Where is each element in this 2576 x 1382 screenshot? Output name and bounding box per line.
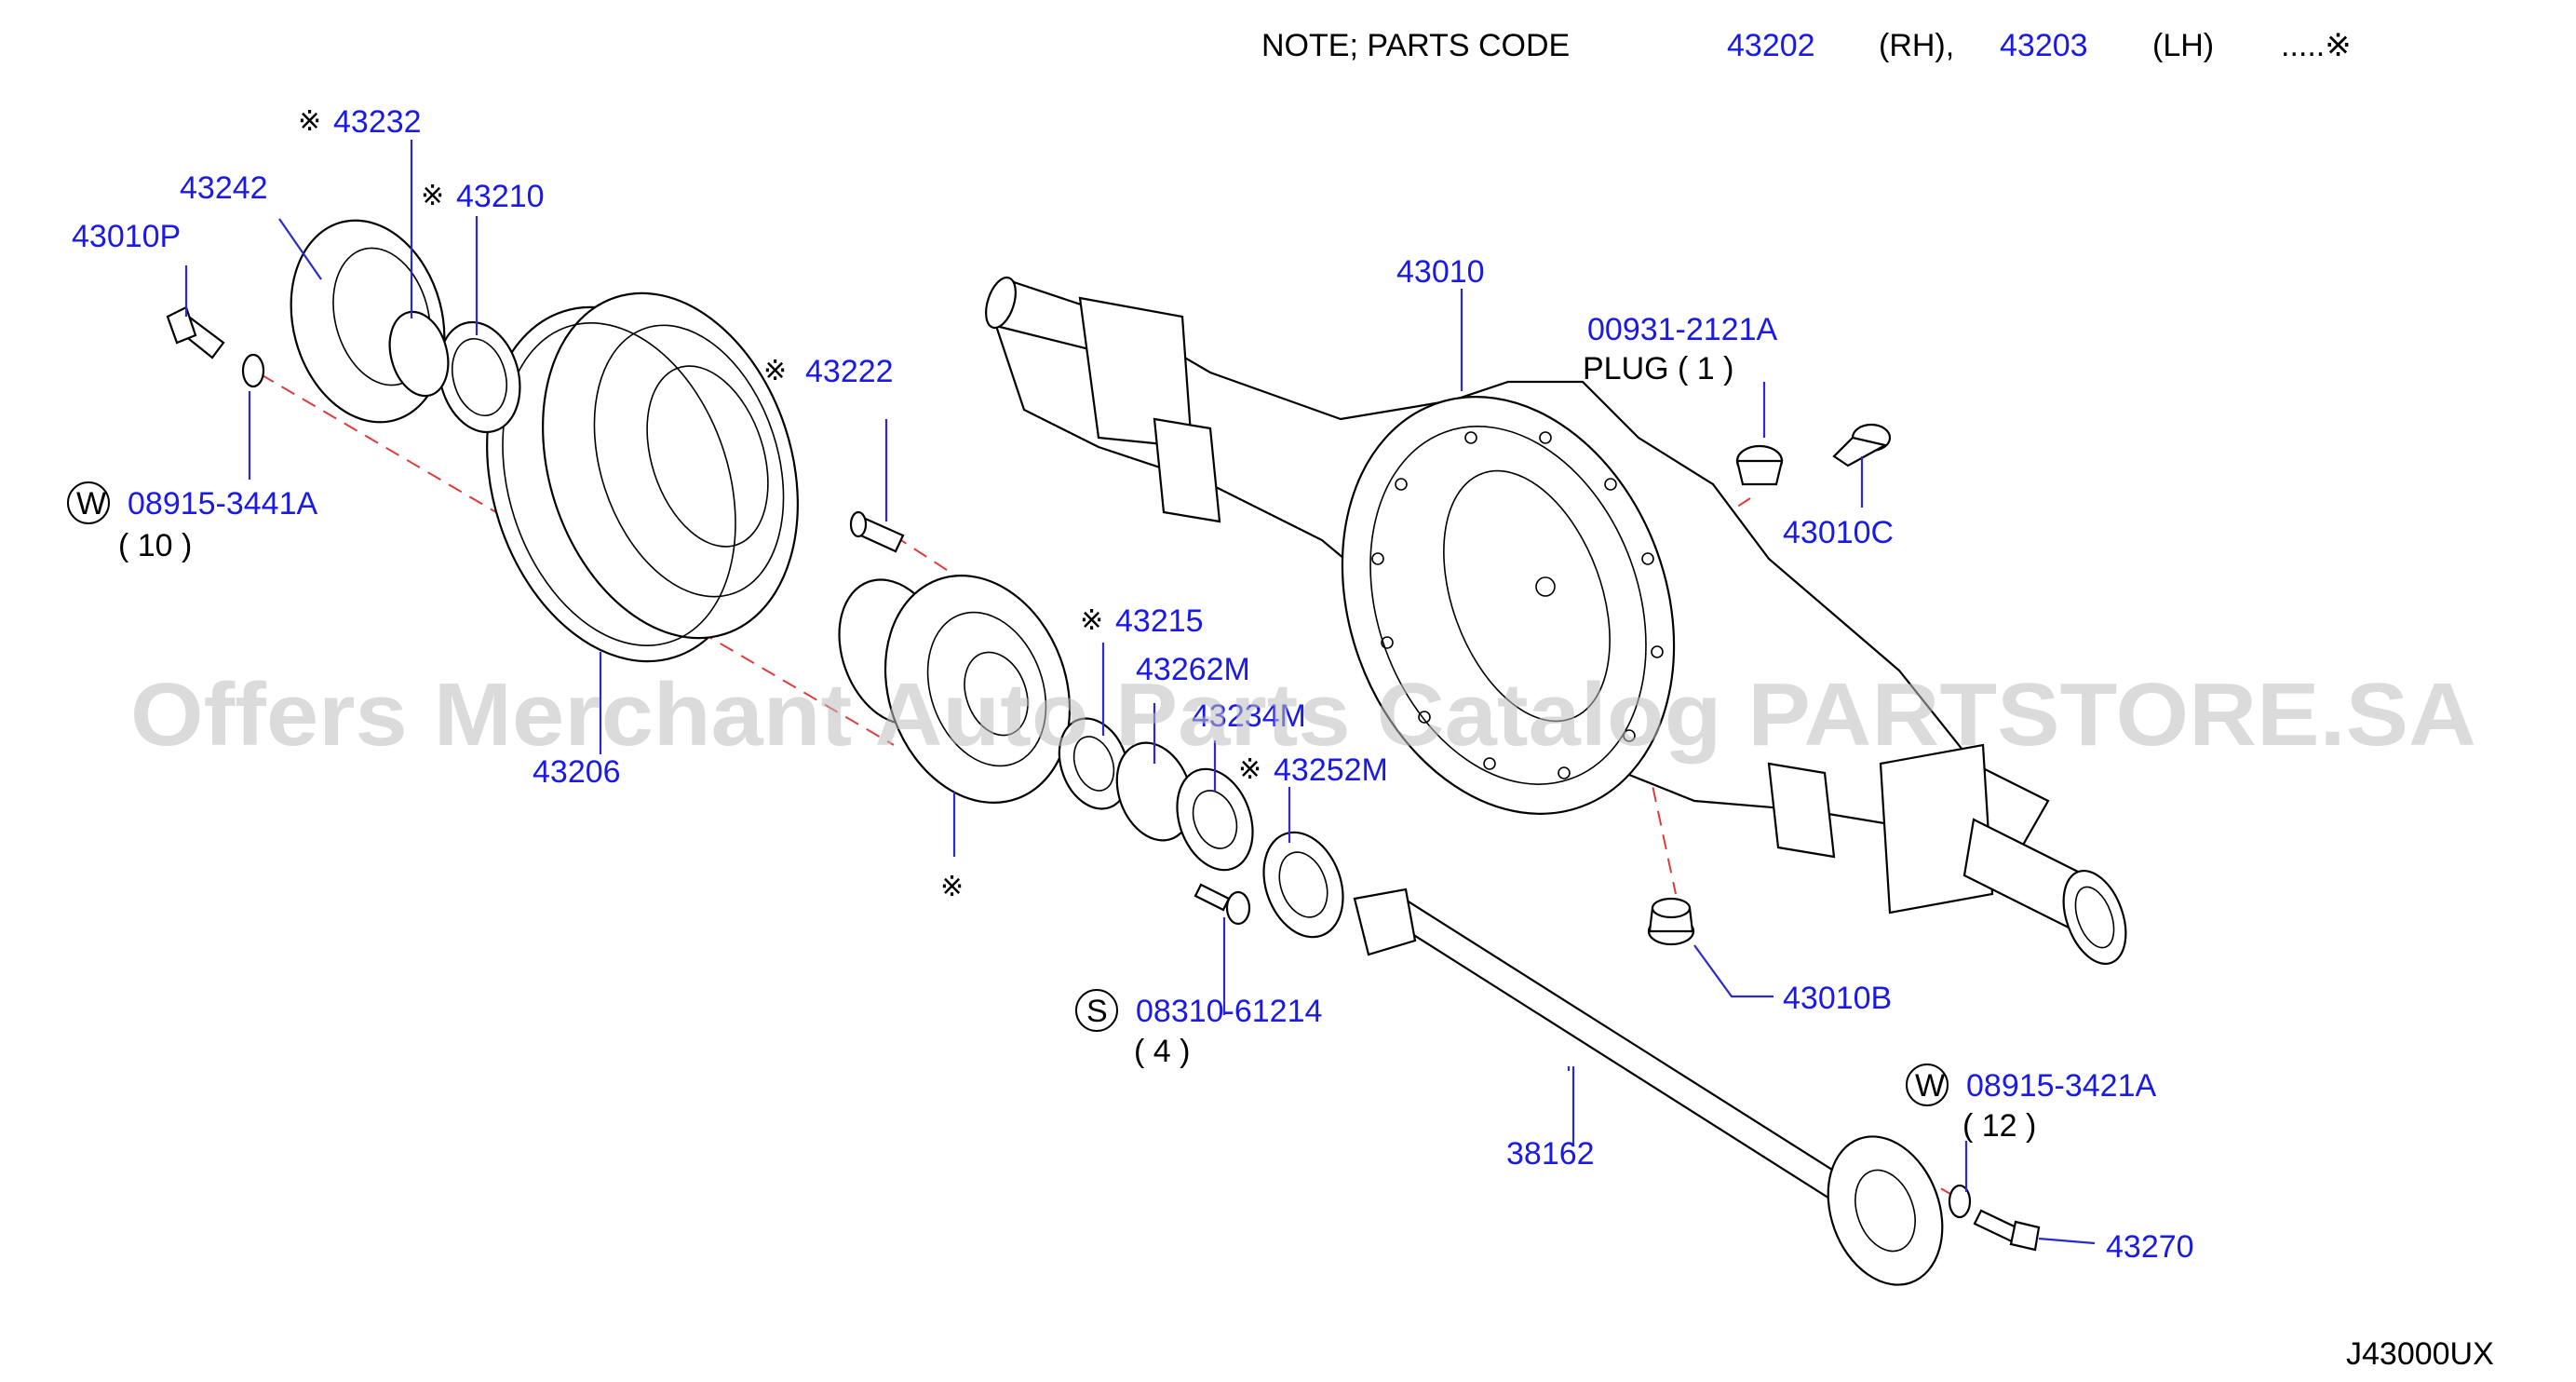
label-43010c[interactable]: 43010C bbox=[1783, 515, 1894, 550]
axle-shaft[interactable] bbox=[1353, 887, 1962, 1301]
label-43222[interactable]: 43222 bbox=[805, 354, 894, 389]
label-43234m[interactable]: 43234M bbox=[1192, 698, 1306, 734]
screw-08310-61214[interactable] bbox=[1194, 883, 1251, 926]
qty-10: ( 10 ) bbox=[118, 528, 192, 563]
note-code-lh[interactable]: 43203 bbox=[2000, 28, 2088, 63]
s-mark: S bbox=[1086, 994, 1108, 1029]
drain-plug-43010b[interactable] bbox=[1647, 897, 1695, 946]
label-43242[interactable]: 43242 bbox=[180, 170, 268, 206]
note-mark: .....※ bbox=[2281, 28, 2352, 63]
kome-mark-43252m: ※ bbox=[1238, 753, 1261, 786]
label-43262m[interactable]: 43262M bbox=[1136, 652, 1250, 687]
watermark: Offers Merchant Auto Parts Catalog PARTS… bbox=[130, 665, 2476, 765]
kome-mark-43222: ※ bbox=[763, 355, 787, 387]
label-43010b[interactable]: 43010B bbox=[1783, 981, 1892, 1016]
s-mark-circle bbox=[1075, 989, 1118, 1032]
assembly-centerline-drain bbox=[1647, 763, 1677, 895]
qty-4: ( 4 ) bbox=[1134, 1034, 1190, 1069]
brake-drum[interactable] bbox=[443, 260, 840, 696]
label-43252m[interactable]: 43252M bbox=[1274, 752, 1388, 788]
label-43232[interactable]: 43232 bbox=[333, 104, 422, 140]
label-43210[interactable]: 43210 bbox=[456, 179, 545, 214]
plug-00931-2121a[interactable] bbox=[1735, 444, 1784, 486]
w-mark-10: W bbox=[76, 486, 106, 522]
housing-bolt-holes bbox=[1371, 431, 1664, 779]
note-lh: (LH) bbox=[2152, 28, 2214, 63]
note-rh: (RH), bbox=[1879, 28, 1954, 63]
breather-43010c[interactable] bbox=[1832, 423, 1892, 467]
note-prefix: NOTE; PARTS CODE bbox=[1261, 28, 1570, 63]
label-43270[interactable]: 43270 bbox=[2106, 1229, 2194, 1265]
plug-qty: PLUG ( 1 ) bbox=[1583, 351, 1733, 386]
w-mark-circle-10 bbox=[67, 481, 110, 524]
bolt-43010p[interactable] bbox=[166, 305, 225, 359]
nut-43234m[interactable] bbox=[1164, 758, 1266, 880]
label-43206[interactable]: 43206 bbox=[533, 754, 621, 790]
label-08310-61214[interactable]: 08310-61214 bbox=[1136, 994, 1322, 1029]
label-38162[interactable]: 38162 bbox=[1506, 1136, 1595, 1172]
label-43010[interactable]: 43010 bbox=[1396, 254, 1485, 290]
bolt-43270[interactable] bbox=[1973, 1209, 2041, 1252]
backing-plate[interactable] bbox=[269, 203, 465, 440]
w-mark-circle-12 bbox=[1906, 1064, 1949, 1106]
bearing-43252m[interactable] bbox=[1250, 821, 1357, 948]
axle-housing[interactable] bbox=[980, 274, 2138, 972]
figure-id: J43000UX bbox=[2346, 1336, 2494, 1372]
kome-mark-43210: ※ bbox=[421, 180, 444, 212]
label-43215[interactable]: 43215 bbox=[1115, 603, 1204, 639]
assembly-centerline-bolt bbox=[893, 535, 988, 597]
label-00931-2121a[interactable]: 00931-2121A bbox=[1587, 312, 1778, 347]
hub-bolt-43222[interactable] bbox=[849, 510, 905, 553]
kome-mark-43232: ※ bbox=[298, 105, 321, 138]
leader-lines bbox=[184, 140, 2096, 1245]
wheel-bearing[interactable] bbox=[381, 305, 532, 441]
qty-12: ( 12 ) bbox=[1962, 1108, 2036, 1144]
kome-mark-43215: ※ bbox=[1080, 604, 1103, 637]
note-code-rh[interactable]: 43202 bbox=[1727, 28, 1815, 63]
label-08915-3441a[interactable]: 08915-3441A bbox=[128, 486, 318, 522]
wheel-hub[interactable] bbox=[820, 549, 1100, 829]
lock-washer-w10[interactable] bbox=[241, 353, 265, 388]
w-mark-12: W bbox=[1915, 1068, 1945, 1104]
label-43010p[interactable]: 43010P bbox=[72, 219, 181, 254]
lock-washer-w12[interactable] bbox=[1948, 1184, 1972, 1219]
label-08915-3421a[interactable]: 08915-3421A bbox=[1966, 1068, 2157, 1104]
kome-mark-hub: ※ bbox=[940, 871, 964, 903]
